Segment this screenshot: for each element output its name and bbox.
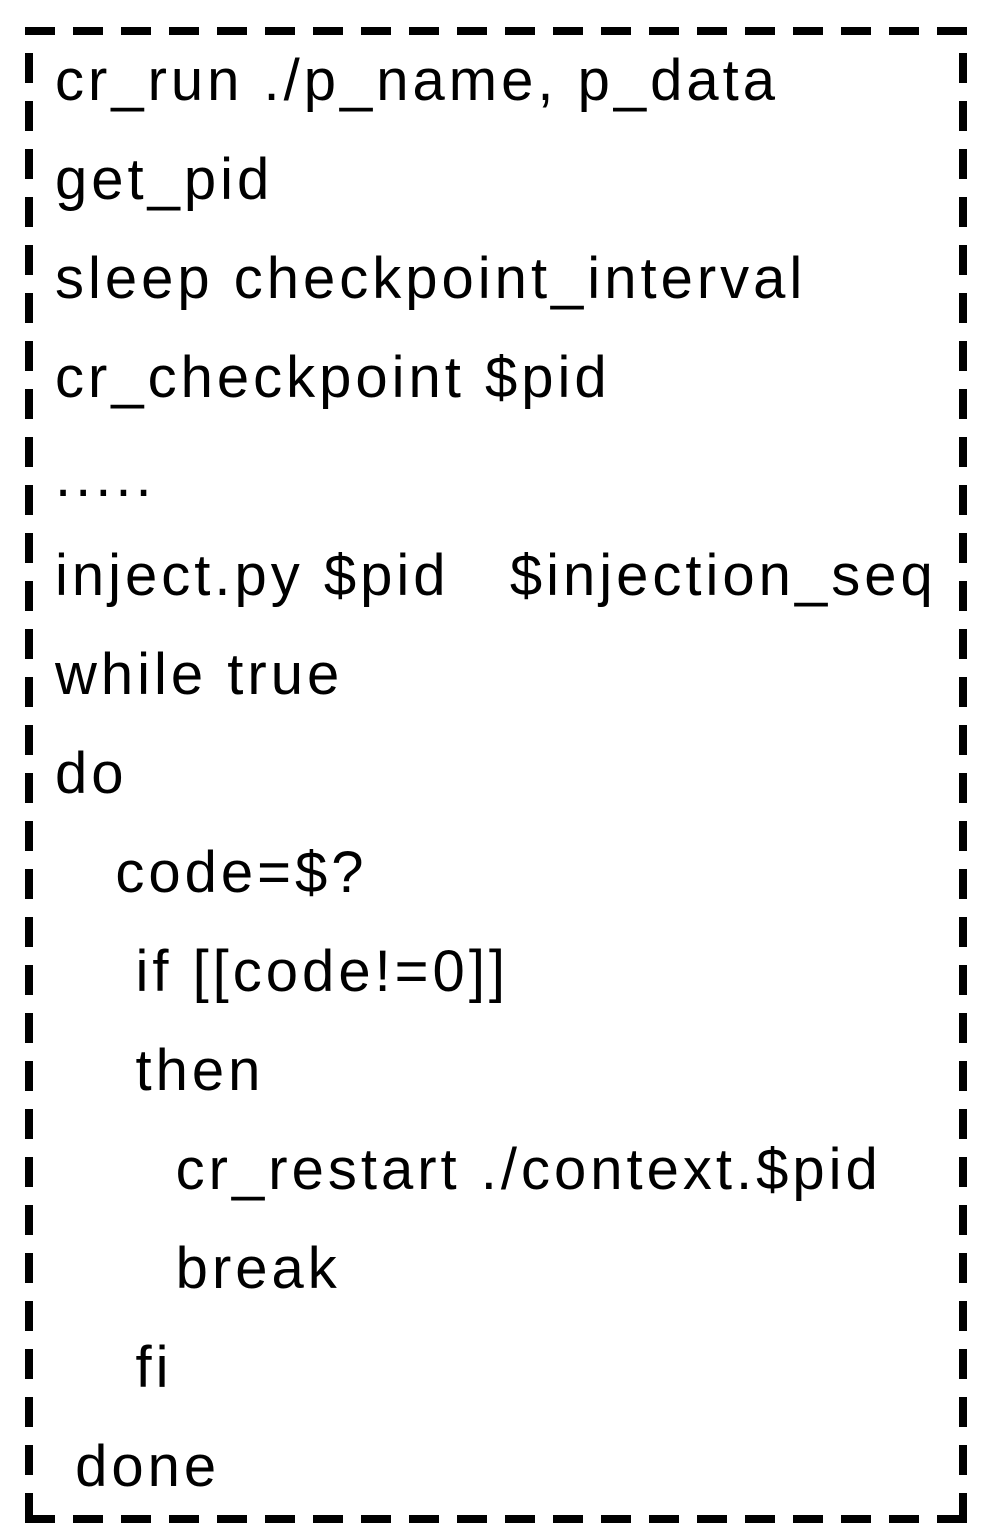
code-line: ..... xyxy=(55,444,156,509)
code-line: break xyxy=(55,1236,341,1301)
code-line: while true xyxy=(55,642,344,707)
code-line: then xyxy=(55,1038,265,1103)
code-line: cr_checkpoint $pid xyxy=(55,345,611,410)
code-line: cr_restart ./context.$pid xyxy=(55,1137,882,1202)
code-line: get_pid xyxy=(55,147,274,212)
code-line: inject.py $pid $injection_seq xyxy=(55,543,937,608)
code-line: cr_run ./p_name, p_data xyxy=(55,48,779,113)
code-line: done xyxy=(55,1434,221,1499)
code-line: fi xyxy=(55,1335,173,1400)
code-line: if [[code!=0]] xyxy=(55,939,510,1004)
code-line: code=$? xyxy=(55,840,368,905)
code-line: sleep checkpoint_interval xyxy=(55,246,807,311)
code-line: do xyxy=(55,741,128,806)
